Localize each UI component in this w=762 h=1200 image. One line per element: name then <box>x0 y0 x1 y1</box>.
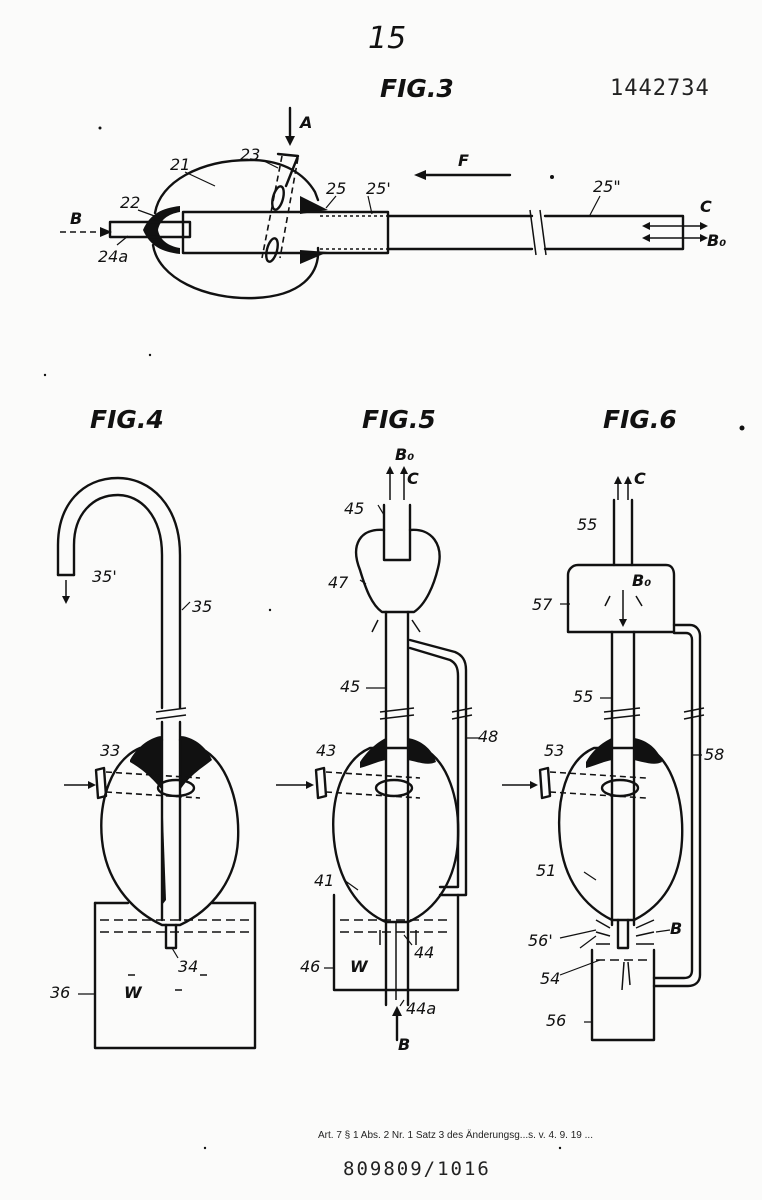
fig3-label-23: 23 <box>240 145 260 164</box>
fig3-label-25: 25 <box>326 179 346 198</box>
fig4-label-35: 35 <box>192 597 212 616</box>
fig3-label-25p: 25' <box>366 179 391 198</box>
fig3-label-24a: 24a <box>98 247 128 266</box>
fig3-label-21: 21 <box>170 155 190 174</box>
fig5-side-tube <box>408 638 468 897</box>
fig6-label-51: 51 <box>536 861 556 880</box>
fig6-bulb <box>558 746 684 922</box>
fig3-main-tube <box>181 210 390 255</box>
fig5-label-45-mid: 45 <box>340 677 360 696</box>
fig3-title: FIG.3 <box>380 74 454 103</box>
fig6-drawing: C 55 57 B₀ 55 58 53 51 56' B 54 56 <box>502 469 724 1042</box>
fig3-inlet-tube <box>108 220 192 239</box>
fig5-label-b: B <box>398 1035 410 1054</box>
fig5-label-48: 48 <box>478 727 498 746</box>
fig4-container <box>93 901 257 1050</box>
fig3-label-a: A <box>298 113 312 132</box>
fig5-label-bo: B₀ <box>395 445 414 464</box>
fig4-label-35p: 35' <box>92 567 117 586</box>
fig6-label-c: C <box>634 469 646 488</box>
fig3-bulb <box>151 158 320 300</box>
fig5-label-47: 47 <box>328 573 349 592</box>
fig5-label-c: C <box>407 469 419 488</box>
fig5-bulb <box>332 746 460 924</box>
page-number: 15 <box>368 21 406 56</box>
fig3-label-bo: B₀ <box>707 231 726 250</box>
fig5-label-44a: 44a <box>406 999 436 1018</box>
fig6-label-54: 54 <box>540 969 560 988</box>
fig6-label-58: 58 <box>704 745 724 764</box>
fig3-label-c: C <box>700 197 712 216</box>
fig4-dark-cap <box>130 736 212 790</box>
fig6-label-57: 57 <box>532 595 553 614</box>
fig6-label-56p: 56' <box>528 931 553 950</box>
fig6-title: FIG.6 <box>603 405 677 434</box>
patent-number: 1442734 <box>610 76 710 101</box>
fig6-side-tube <box>652 623 702 988</box>
fig6-label-53: 53 <box>544 741 564 760</box>
fig3-drawing: A B C B₀ F 21 22 23 24a 25 25' 25" <box>60 106 726 300</box>
fig3-side-inlet <box>276 152 300 188</box>
fig5-label-46: 46 <box>300 957 320 976</box>
fig6-label-b: B <box>670 919 682 938</box>
fig5-label-41: 41 <box>314 871 334 890</box>
fig3-label-25pp: 25" <box>593 177 621 196</box>
fig4-drawing: 35' 35 33 34 36 W <box>50 476 257 1050</box>
fig6-label-56: 56 <box>546 1011 566 1030</box>
fig4-label-33: 33 <box>100 741 120 760</box>
fig3-label-22: 22 <box>120 193 140 212</box>
fig3-long-tube <box>386 214 685 251</box>
fig3-label-b: B <box>70 209 82 228</box>
fig5-label-45-top: 45 <box>344 499 364 518</box>
fig4-title: FIG.4 <box>90 405 164 434</box>
fig6-container <box>590 948 656 1042</box>
fig6-label-bo: B₀ <box>632 571 651 590</box>
fig4-label-w: W <box>124 983 143 1002</box>
legal-note: Art. 7 § 1 Abs. 2 Nr. 1 Satz 3 des Änder… <box>318 1129 593 1141</box>
fig4-hook-tube <box>56 476 182 710</box>
fig5-title: FIG.5 <box>362 405 436 434</box>
fig4-label-36: 36 <box>50 983 70 1002</box>
fig4-bulb <box>100 746 240 927</box>
fig5-chamber <box>355 528 441 614</box>
document-number: 809809/1016 <box>343 1158 491 1180</box>
fig4-label-34: 34 <box>178 957 198 976</box>
fig6-label-55-mid: 55 <box>573 687 593 706</box>
fig5-label-43: 43 <box>316 741 336 760</box>
fig5-drawing: B₀ C 45 47 45 48 43 41 44 46 W 44a B <box>276 445 498 1054</box>
fig3-seal-left <box>143 206 180 254</box>
fig3-label-f: F <box>458 151 469 170</box>
fig5-label-44: 44 <box>414 943 434 962</box>
fig5-label-w: W <box>350 957 369 976</box>
fig6-label-55-top: 55 <box>577 515 597 534</box>
